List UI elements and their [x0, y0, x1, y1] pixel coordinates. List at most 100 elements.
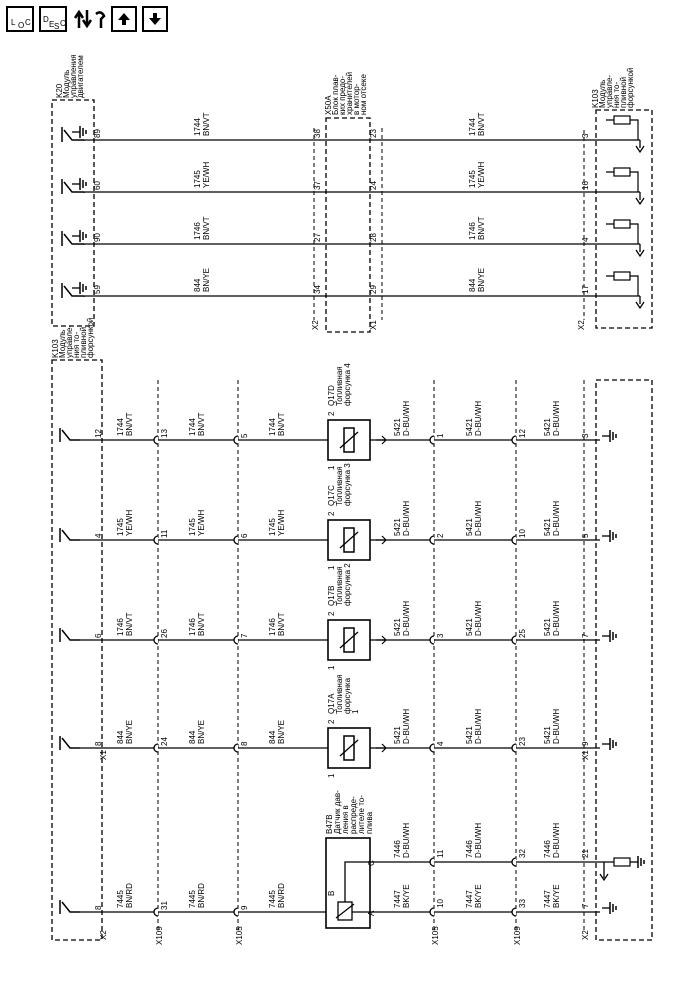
inj-wire-num-c-1: 1745: [268, 518, 277, 536]
sensor-wire-num-b: 7445: [188, 890, 197, 908]
k103-driver-2: [613, 219, 631, 229]
sensor-switch: [59, 900, 80, 914]
k20-label-2: управления: [69, 54, 78, 98]
inj-out-color-a-0: D-BU/WH: [402, 401, 411, 436]
injector-pin-out-1: 1: [327, 565, 336, 570]
injector-name-1: Топливная: [335, 466, 344, 506]
sensor-c-x105b-pin: 11: [436, 849, 445, 858]
k103-upper-label-1: Модуль: [598, 80, 607, 108]
inj-out-wire-c-3: 5421: [543, 726, 552, 744]
sensor-slash: [335, 903, 355, 919]
k20-switch-0-gnd: [72, 126, 87, 138]
inj-out-color-b-0: D-BU/WH: [474, 401, 483, 436]
x105b-pin-0: 1: [436, 433, 445, 438]
sensor-c-color-a: D-BU/WH: [402, 823, 411, 858]
k103-lower-pin-0: 12: [94, 429, 103, 438]
upper-k103-x2-label: X2: [577, 320, 586, 330]
injector-pin-out-0: 1: [327, 465, 336, 470]
lower-switch-2: [59, 628, 80, 642]
swap-tool-button[interactable]: [72, 6, 106, 32]
sensor-a-color-c: BK/YE: [552, 884, 561, 908]
injector-name2-3: форсунка: [343, 677, 352, 714]
x109b-pin-2: 25: [518, 629, 527, 638]
injector-coil-slash-3: [339, 739, 359, 757]
x50a-label-3: хранителей: [345, 72, 354, 115]
inj-wire-color-a-1: YE/WH: [125, 510, 134, 536]
inj-out-wire-c-2: 5421: [543, 618, 552, 636]
sensor-a-k103b-pin: 7: [581, 903, 590, 908]
k103-lower-label-1: Модуль: [58, 330, 67, 358]
x50a-label-1: Блок плав-: [331, 74, 340, 115]
inj-wire-color-b-3: BN/YE: [197, 720, 206, 744]
x109b-label: X109: [513, 926, 522, 945]
x50a-out-pin-3: 29: [369, 285, 378, 294]
lower-switch-3: [59, 736, 80, 750]
upper-wire-num-right-3: 844: [468, 278, 477, 292]
injector-arrow-1: [376, 535, 387, 545]
x109-hop-0: [153, 435, 159, 445]
arrow-up-button[interactable]: [111, 6, 137, 32]
k103-upper-box: [595, 109, 653, 329]
k103b-pin-2: 7: [581, 633, 590, 638]
inj-wire-num-b-2: 1746: [188, 618, 197, 636]
inj-wire-num-a-1: 1745: [116, 518, 125, 536]
x50a-in-pin-2: 27: [313, 233, 322, 242]
k20-label-0: K20: [55, 83, 64, 98]
x109b-hop-0: [511, 435, 517, 445]
k103b-x2-label: X2: [581, 930, 590, 940]
upper-wire-color-right-0: BN/VT: [477, 112, 486, 136]
inj-out-wire-b-0: 5421: [465, 418, 474, 436]
injector-pin-in-3: 2: [327, 719, 336, 724]
k20-pin-0: 89: [93, 129, 102, 138]
sensor-x105-pin: 9: [240, 905, 249, 910]
x109-pin-3: 24: [160, 737, 169, 746]
x105-pin-2: 7: [240, 633, 249, 638]
inj-out-wire-c-1: 5421: [543, 518, 552, 536]
sensor-x105-hop: [233, 907, 239, 917]
sensor-wire-num-c: 7445: [268, 890, 277, 908]
x105-pin-3: 8: [240, 741, 249, 746]
sensor-a-x105b-pin: 10: [436, 899, 445, 908]
locator-letter-c: C: [25, 18, 31, 27]
x109b-hop-3: [511, 743, 517, 753]
injector-pin-out-2: 1: [327, 665, 336, 670]
sensor-leads: [344, 861, 370, 913]
upper-wire-num-0: 1744: [193, 118, 202, 136]
description-button[interactable]: D E S C: [39, 6, 67, 32]
k103-upper-label-2: управле-: [605, 75, 614, 108]
k20-box: [51, 99, 95, 327]
inj-out-wire-a-0: 5421: [393, 418, 402, 436]
sensor-a-num-b: 7447: [465, 890, 474, 908]
injector-name3-3: 1: [351, 709, 360, 714]
sensor-desc-1: ления в: [341, 805, 350, 834]
k103-driver-leads-3: [606, 275, 639, 296]
k103-lower-left-box: [51, 359, 103, 941]
x50a-in-pin-3: 34: [313, 285, 322, 294]
k103-lower-label-4: пливной: [79, 327, 88, 358]
upper-wire-num-2: 1746: [193, 222, 202, 240]
lower-switch-1: [59, 528, 80, 542]
upper-wire-color-1: YE/WH: [202, 162, 211, 188]
sensor-pin-c: C: [367, 860, 376, 866]
arrow-down-button[interactable]: [142, 6, 168, 32]
sensor-a-color-b: BK/YE: [474, 884, 483, 908]
k103-upper-pin-1: 16: [581, 181, 590, 190]
k20-switch-2-contact: [61, 231, 84, 246]
description-letter-e: E: [49, 20, 55, 29]
sensor-wire-num-a: 7445: [116, 890, 125, 908]
upper-x2-label: X2: [311, 320, 320, 330]
inj-wire-num-c-3: 844: [268, 730, 277, 744]
sensor-c-k103b-pin: 21: [581, 849, 590, 858]
x50a-box: [325, 117, 371, 333]
upper-wire-num-right-1: 1745: [468, 170, 477, 188]
lower-x2-label: X2: [99, 930, 108, 940]
k103-driver-leads-2: [606, 223, 639, 244]
inj-wire-color-c-1: YE/WH: [277, 510, 286, 536]
locator-button[interactable]: L O C: [6, 6, 34, 32]
injector-coil-slash-1: [339, 531, 359, 549]
k103-lower-pin-1: 4: [94, 533, 103, 538]
k103b-ground-1: [602, 530, 617, 542]
inj-out-wire-a-1: 5421: [393, 518, 402, 536]
sensor-c-x105b-hop: [429, 857, 435, 867]
x109-label: X109: [155, 926, 164, 945]
